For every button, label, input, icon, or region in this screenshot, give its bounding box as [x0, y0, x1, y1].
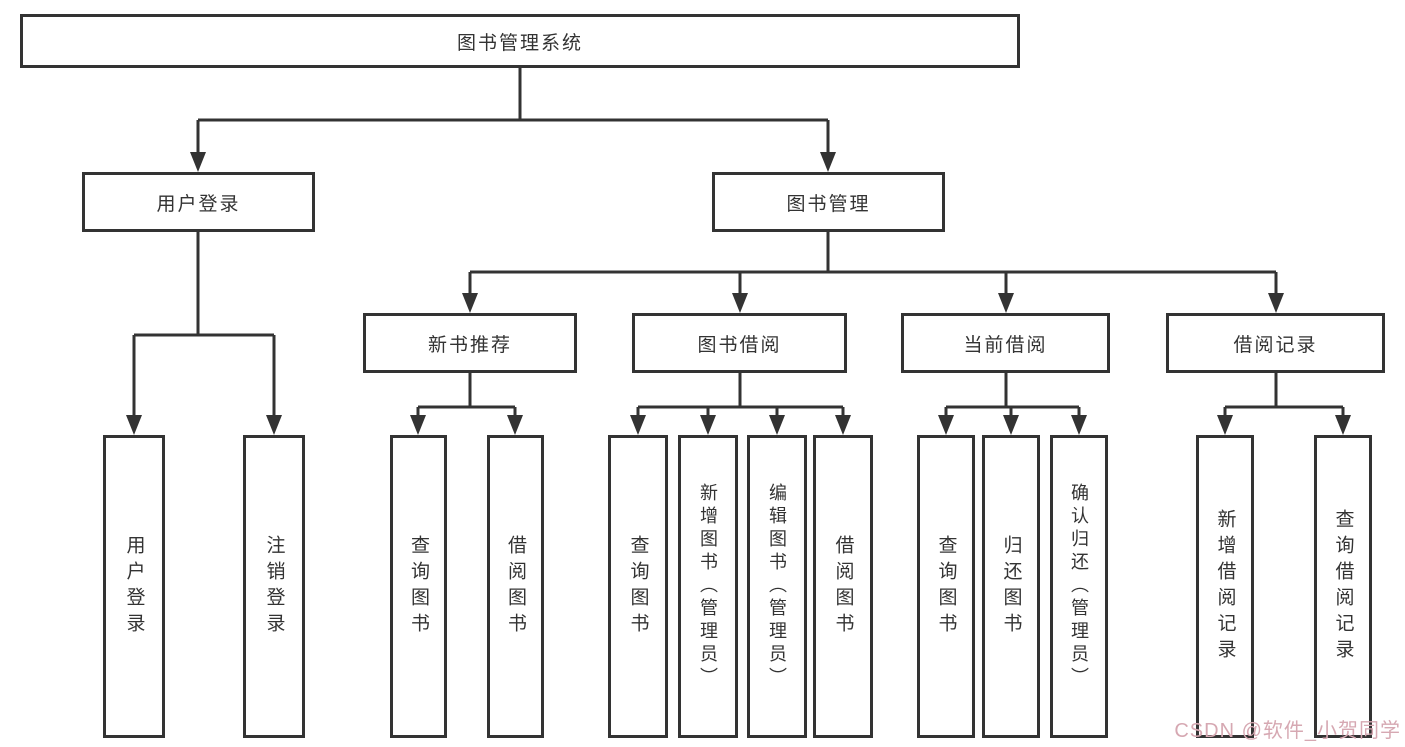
- node-new-book-recommend: 新书推荐: [363, 313, 577, 373]
- leaf-borrow-borrow-books-label: 借阅图书: [832, 534, 854, 639]
- leaf-recommend-borrow-books-label: 借阅图书: [505, 534, 526, 639]
- node-current-borrow-label: 当前借阅: [963, 334, 1048, 356]
- node-book-borrow: 图书借阅: [632, 313, 847, 373]
- leaf-borrow-borrow-books: 借阅图书: [813, 435, 873, 738]
- leaf-recommend-borrow-books: 借阅图书: [487, 435, 544, 738]
- node-new-book-recommend-label: 新书推荐: [427, 334, 512, 356]
- leaf-confirm-return-admin-label: 确认归还（管理员）: [1069, 483, 1089, 690]
- leaf-add-books-admin-label: 新增图书（管理员）: [698, 483, 718, 690]
- leaf-add-borrow-record: 新增借阅记录: [1196, 435, 1254, 738]
- leaf-borrow-query-books-label: 查询图书: [627, 534, 649, 639]
- csdn-watermark: CSDN @软件_小贺同学: [1174, 720, 1401, 742]
- node-borrow-records-label: 借阅记录: [1233, 334, 1318, 356]
- node-book-management: 图书管理: [712, 172, 945, 232]
- leaf-edit-books-admin: 编辑图书（管理员）: [747, 435, 807, 738]
- node-user-login: 用户登录: [82, 172, 315, 232]
- leaf-current-query-books-label: 查询图书: [935, 534, 957, 639]
- leaf-confirm-return-admin: 确认归还（管理员）: [1050, 435, 1108, 738]
- leaf-user-login-label: 用户登录: [123, 534, 145, 639]
- leaf-query-borrow-record: 查询借阅记录: [1314, 435, 1372, 738]
- node-root: 图书管理系统: [20, 14, 1020, 68]
- leaf-logout: 注销登录: [243, 435, 305, 738]
- node-current-borrow: 当前借阅: [901, 313, 1110, 373]
- leaf-add-borrow-record-label: 新增借阅记录: [1214, 508, 1236, 665]
- node-book-borrow-label: 图书借阅: [697, 334, 782, 356]
- leaf-edit-books-admin-label: 编辑图书（管理员）: [767, 483, 787, 690]
- node-user-login-label: 用户登录: [156, 193, 241, 215]
- leaf-return-books: 归还图书: [982, 435, 1040, 738]
- leaf-query-borrow-record-label: 查询借阅记录: [1332, 508, 1354, 665]
- leaf-user-login: 用户登录: [103, 435, 165, 738]
- node-book-management-label: 图书管理: [786, 193, 871, 215]
- leaf-logout-label: 注销登录: [263, 534, 285, 639]
- leaf-recommend-query-books-label: 查询图书: [408, 534, 429, 639]
- leaf-borrow-query-books: 查询图书: [608, 435, 668, 738]
- leaf-add-books-admin: 新增图书（管理员）: [678, 435, 738, 738]
- leaf-current-query-books: 查询图书: [917, 435, 975, 738]
- node-borrow-records: 借阅记录: [1166, 313, 1385, 373]
- leaf-return-books-label: 归还图书: [1000, 534, 1022, 639]
- node-root-label: 图书管理系统: [456, 32, 583, 54]
- leaf-recommend-query-books: 查询图书: [390, 435, 447, 738]
